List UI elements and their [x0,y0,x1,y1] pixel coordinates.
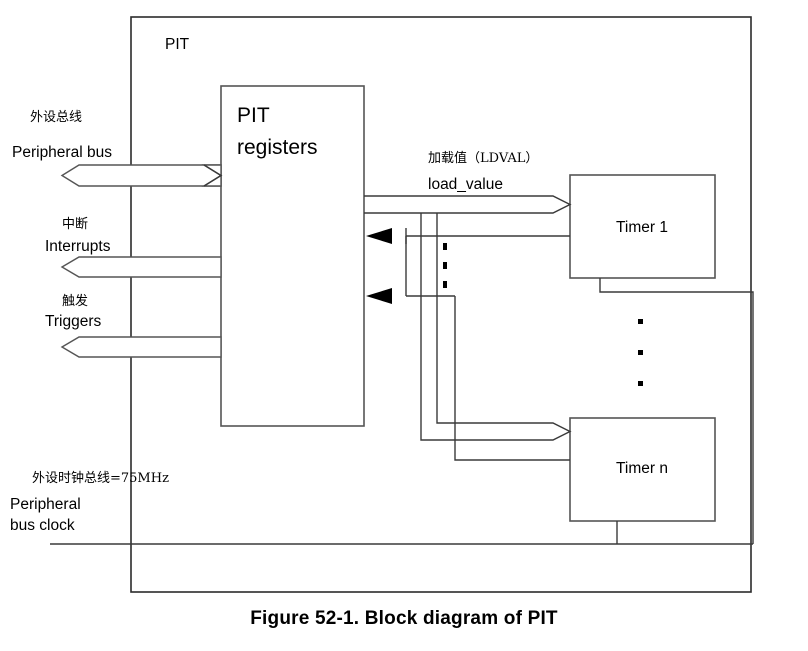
timer-1-box [569,174,716,279]
timer-1-feedback-arrowhead [366,228,392,244]
timer-ellipsis-dot-2 [638,350,643,355]
timer-n-feedback-path [454,296,570,461]
timer-n-label: Timer n [616,460,668,477]
pit-registers-label-line2: registers [237,136,318,159]
load-value-label-en: load_value [428,176,503,193]
load-value-label-cn: 加载值（LDVAL） [428,150,538,166]
bus-ellipsis-dot-2 [443,262,447,269]
peripheral-bus-tip [203,164,223,187]
bus-ellipsis-dot-1 [443,243,447,250]
triggers-label-cn: 触发 [62,293,88,309]
peripheral-bus-label-cn: 外设总线 [30,110,82,125]
peripheral-bus-clock-label-cn: 外设时钟总线=75MHz [32,470,169,486]
pit-boundary-box [130,16,752,593]
load-value-bus-arrow [364,195,572,214]
timer-ellipsis-dot-1 [638,319,643,324]
timer-ellipsis-dot-3 [638,381,643,386]
triggers-label-en: Triggers [45,313,102,330]
peripheral-bus-label-en: Peripheral bus [12,144,112,161]
load-value-trunk-to-timer-n [420,213,572,441]
timer-1-label: Timer 1 [616,219,668,236]
figure-caption: Figure 52-1. Block diagram of PIT [250,608,558,629]
pit-boundary-label: PIT [165,36,190,53]
timer-n-feedback-arrowhead [366,288,392,304]
peripheral-bus-clock-label-en-2: bus clock [10,517,75,534]
interrupts-label-cn: 中断 [62,217,88,232]
interrupts-label-en: Interrupts [45,238,111,255]
bus-ellipsis-dot-3 [443,281,447,288]
clock-branch-timer-1 [599,278,754,544]
peripheral-bus-arrow [60,164,222,187]
peripheral-bus-clock-label-en-1: Peripheral [10,496,81,513]
timer-n-box [569,417,716,522]
pit-registers-box [220,85,365,427]
interrupts-arrow [60,256,222,278]
pit-registers-label-line1: PIT [237,104,270,127]
triggers-arrow [60,336,222,358]
